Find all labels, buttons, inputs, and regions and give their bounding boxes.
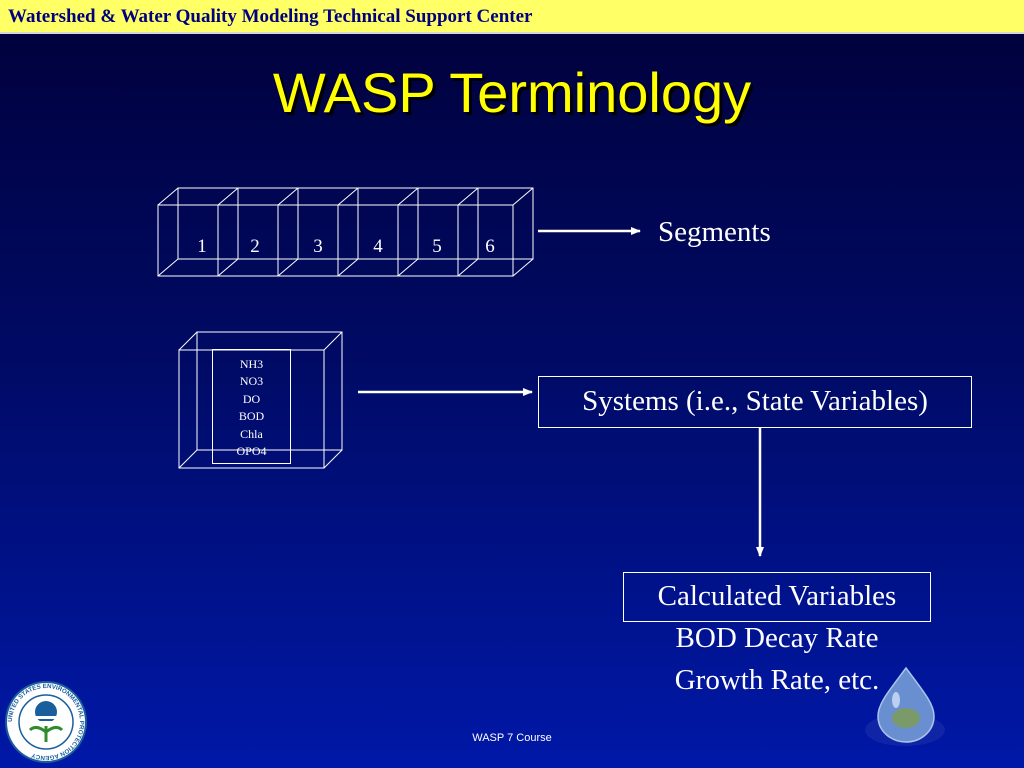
calculated-line-growth: Growth Rate, etc.	[674, 664, 880, 696]
header-banner: Watershed & Water Quality Modeling Techn…	[0, 0, 1024, 34]
segment-cube-4	[337, 187, 419, 277]
segment-number-3: 3	[313, 236, 323, 257]
footer-course: WASP 7 Course	[472, 732, 552, 744]
variable-no3: NO3	[239, 374, 264, 389]
variable-bod: BOD	[238, 409, 265, 424]
segment-cubes	[157, 187, 534, 277]
segment-number-2: 2	[250, 236, 260, 257]
variable-nh3: NH3	[239, 357, 264, 371]
epa-logo-icon: UNITED STATES ENVIRONMENTAL PROTECTION A…	[5, 681, 87, 763]
variable-chla: Chla	[240, 426, 263, 441]
calculated-line-bod-decay: BOD Decay Rate	[675, 622, 879, 654]
variable-do: DO	[242, 391, 261, 406]
segment-number-4: 4	[373, 236, 383, 257]
water-drop-icon	[865, 666, 945, 746]
calculated-variables-box: Calculated Variables	[623, 572, 931, 622]
slide-title: WASP Terminology	[272, 61, 752, 124]
segment-cube-2	[217, 187, 299, 277]
variables-list: NH3 NO3 DO BOD Chla OPO4	[212, 349, 291, 464]
systems-box: Systems (i.e., State Variables)	[538, 376, 972, 428]
segment-number-1: 1	[197, 236, 207, 257]
segment-cube-5	[397, 187, 479, 277]
segment-number-6: 6	[485, 236, 495, 257]
segment-cube-1	[157, 187, 239, 277]
segments-label: Segments	[658, 216, 771, 248]
segment-number-5: 5	[432, 236, 442, 257]
variable-opo4: OPO4	[236, 444, 267, 459]
segment-cube-3	[277, 187, 359, 277]
segment-cube-6	[457, 187, 534, 277]
banner-title: Watershed & Water Quality Modeling Techn…	[8, 6, 533, 27]
systems-cube	[178, 331, 343, 469]
